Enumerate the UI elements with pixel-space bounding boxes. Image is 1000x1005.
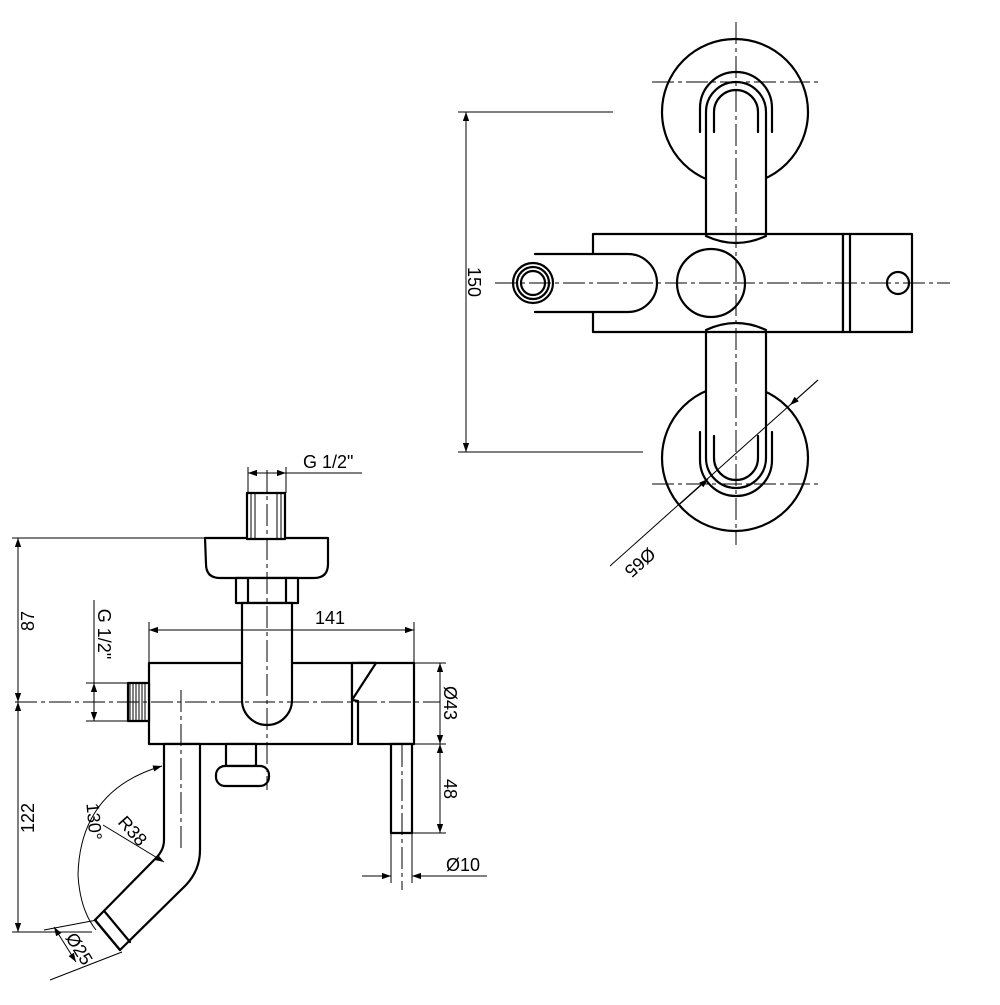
- dimension-g12-side-label: G 1/2": [94, 609, 114, 659]
- dimension-48-label: 48: [440, 779, 460, 799]
- top-view: 150 Ø65: [458, 22, 950, 581]
- dimension-43-label: Ø43: [440, 686, 460, 720]
- dimension-25-label: Ø25: [62, 929, 97, 968]
- dimension-line-65: [609, 379, 819, 567]
- dimension-10-label: Ø10: [446, 855, 480, 875]
- side-view: G 1/2" 87 122 G 1/2" 141 Ø43 48 Ø10: [12, 452, 487, 981]
- top-outlet: [533, 252, 659, 314]
- dimension-r38-label: R38: [114, 812, 151, 850]
- dimension-line-r38: [102, 824, 165, 863]
- lever-bevel: [350, 661, 378, 702]
- dimension-87-label: 87: [18, 611, 38, 631]
- dimension-65-label: Ø65: [621, 544, 660, 582]
- dimension-150-label: 150: [464, 267, 484, 297]
- dimension-g12-top-label: G 1/2": [303, 452, 353, 472]
- spout-end: [93, 918, 122, 952]
- diverter-neck: [224, 742, 258, 768]
- dimension-122-label: 122: [18, 803, 38, 833]
- dimension-arc-130: [77, 765, 163, 931]
- diverter-knob: [214, 764, 271, 788]
- upper-inlet-connector: [245, 491, 287, 541]
- dimension-130-label: 130°: [82, 802, 105, 841]
- dimension-line-25: [53, 926, 77, 963]
- dimension-141-label: 141: [315, 608, 345, 628]
- side-inlet-tube: [240, 601, 294, 727]
